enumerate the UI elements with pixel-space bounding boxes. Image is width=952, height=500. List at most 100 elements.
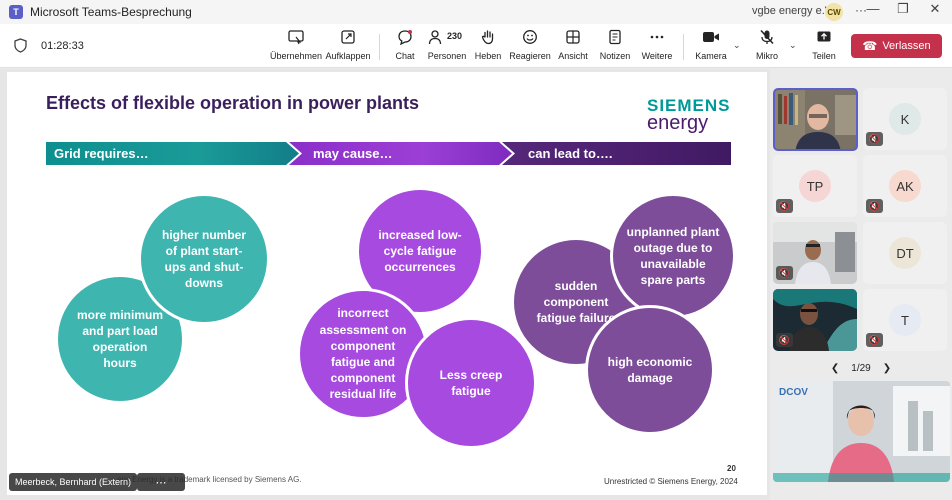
raise-hand-label: Heben xyxy=(474,51,502,61)
participant-count: 230 xyxy=(447,31,463,41)
participant-video-tile-3[interactable]: 🔇 xyxy=(773,289,857,351)
camera-label: Kamera xyxy=(695,51,727,61)
chat-button[interactable]: Chat xyxy=(390,28,420,66)
chat-icon xyxy=(397,28,413,46)
window-title: Microsoft Teams-Besprechung xyxy=(30,5,192,19)
banner-can-lead-to: can lead to…. xyxy=(502,142,731,165)
leave-button[interactable]: ☎ Verlassen xyxy=(851,34,942,58)
chevron-right-icon[interactable]: ❯ xyxy=(882,362,892,374)
circle-unplanned-outage: unplanned plant outage due to unavailabl… xyxy=(610,193,736,319)
participant-tile-ak[interactable]: AK 🔇 xyxy=(863,155,947,217)
slide-title: Effects of flexible operation in power p… xyxy=(46,93,420,113)
slide-footer-copyright: Unrestricted © Siemens Energy, 2024 xyxy=(604,477,738,486)
participant-video-feed xyxy=(773,381,950,482)
share-label: Teilen xyxy=(812,51,836,61)
minimize-icon[interactable]: — xyxy=(866,1,880,16)
muted-mic-icon: 🔇 xyxy=(866,132,883,146)
hang-up-icon: ☎ xyxy=(862,39,878,53)
more-icon xyxy=(649,28,665,46)
leave-label: Verlassen xyxy=(882,40,931,52)
presenter-name-tag[interactable]: Meerbeck, Bernhard (Extern) xyxy=(9,473,138,491)
shared-slide: Effects of flexible operation in power p… xyxy=(7,72,767,495)
close-icon[interactable]: ✕ xyxy=(929,1,941,16)
circle-less-creep-fatigue: Less creep fatigue xyxy=(405,317,537,449)
share-icon xyxy=(816,28,832,46)
people-icon xyxy=(427,28,467,46)
view-label: Ansicht xyxy=(558,51,588,61)
logo-line-1: SIEMENS xyxy=(647,96,731,115)
camera-icon xyxy=(702,28,720,46)
people-button[interactable]: 230 Personen xyxy=(427,28,467,66)
banner-may-cause: may cause… xyxy=(289,142,512,165)
pop-out-icon xyxy=(340,28,356,46)
participant-tile-dt[interactable]: DT xyxy=(863,222,947,284)
mic-button[interactable]: Mikro xyxy=(752,28,782,66)
participant-video-speaker[interactable] xyxy=(773,88,858,151)
muted-mic-icon: 🔇 xyxy=(866,199,883,213)
participant-tile-k[interactable]: K 🔇 xyxy=(863,88,947,150)
slide-page-number: 20 xyxy=(727,464,736,473)
siemens-energy-logo: SIEMENS energy xyxy=(647,97,739,133)
meeting-toolbar: 01:28:33 Übernehmen Aufklappen Chat 230 … xyxy=(0,24,952,68)
participant-avatar: TP xyxy=(799,170,831,202)
background-logo: DCOV xyxy=(779,387,808,398)
muted-mic-icon: 🔇 xyxy=(866,333,883,347)
notes-icon xyxy=(607,28,623,46)
participant-avatar: DT xyxy=(889,237,921,269)
mic-off-icon xyxy=(759,28,775,46)
notes-button[interactable]: Notizen xyxy=(598,28,632,66)
circle-economic-damage: high economic damage xyxy=(585,305,715,435)
more-actions-label: Weitere xyxy=(641,51,673,61)
raise-hand-button[interactable]: Heben xyxy=(473,28,503,66)
toolbar-divider xyxy=(683,34,684,60)
org-name[interactable]: vgbe energy e.V. xyxy=(752,5,835,17)
participant-video-feed xyxy=(773,289,857,351)
participant-tile-tp[interactable]: TP 🔇 xyxy=(773,155,857,217)
share-button[interactable]: Teilen xyxy=(810,28,838,66)
teams-icon: T xyxy=(9,5,23,19)
participant-video-feed xyxy=(775,90,856,149)
mic-options-chevron-icon[interactable]: ⌄ xyxy=(789,40,797,50)
raise-hand-icon xyxy=(480,28,496,46)
featured-participant-video[interactable]: DCOV 🔇 xyxy=(773,381,950,482)
react-icon xyxy=(522,28,538,46)
more-actions-button[interactable]: Weitere xyxy=(640,28,674,66)
take-control-icon xyxy=(288,28,304,46)
pop-out-label: Aufklappen xyxy=(325,51,371,61)
meeting-timer: 01:28:33 xyxy=(41,40,84,52)
presenter-options-icon[interactable]: ⋯ xyxy=(137,473,185,491)
participant-avatar: AK xyxy=(889,170,921,202)
camera-button[interactable]: Kamera xyxy=(695,28,727,66)
banner-grid-requires: Grid requires… xyxy=(46,142,299,165)
circle-plant-start-ups: higher number of plant start-ups and shu… xyxy=(138,193,270,325)
view-icon xyxy=(565,28,581,46)
take-control-label: Übernehmen xyxy=(269,51,323,61)
participant-avatar: T xyxy=(889,304,921,336)
view-button[interactable]: Ansicht xyxy=(558,28,588,66)
toolbar-divider xyxy=(379,34,380,60)
chevron-left-icon[interactable]: ❮ xyxy=(830,362,840,374)
more-options-icon[interactable]: ··· xyxy=(855,3,867,17)
react-label: Reagieren xyxy=(509,51,551,61)
camera-options-chevron-icon[interactable]: ⌄ xyxy=(733,40,741,50)
mic-label: Mikro xyxy=(756,51,778,61)
slide-footer-trademark: ens Energy is a trademark licensed by Si… xyxy=(117,475,302,484)
gallery-pager: ❮ 1/29 ❯ xyxy=(772,360,950,376)
notes-label: Notizen xyxy=(599,51,631,61)
participant-video-tile-2[interactable]: 🔇 xyxy=(773,222,857,284)
restore-icon[interactable]: ❐ xyxy=(897,1,909,16)
shield-icon[interactable] xyxy=(14,38,27,53)
window-title-bar: T Microsoft Teams-Besprechung vgbe energ… xyxy=(0,0,952,24)
chat-label: Chat xyxy=(395,51,415,61)
org-avatar[interactable]: CW xyxy=(825,3,843,21)
pop-out-button[interactable]: Aufklappen xyxy=(325,28,371,66)
react-button[interactable]: Reagieren xyxy=(509,28,551,66)
circle-low-cycle-fatigue: increased low-cycle fatigue occurrences xyxy=(356,187,484,315)
participant-tile-t[interactable]: T 🔇 xyxy=(863,289,947,351)
logo-line-2: energy xyxy=(647,112,709,134)
take-control-button[interactable]: Übernehmen xyxy=(270,28,322,66)
muted-mic-icon: 🔇 xyxy=(776,266,793,280)
people-label: Personen xyxy=(427,51,467,61)
participant-avatar: K xyxy=(889,103,921,135)
muted-mic-icon: 🔇 xyxy=(776,199,793,213)
